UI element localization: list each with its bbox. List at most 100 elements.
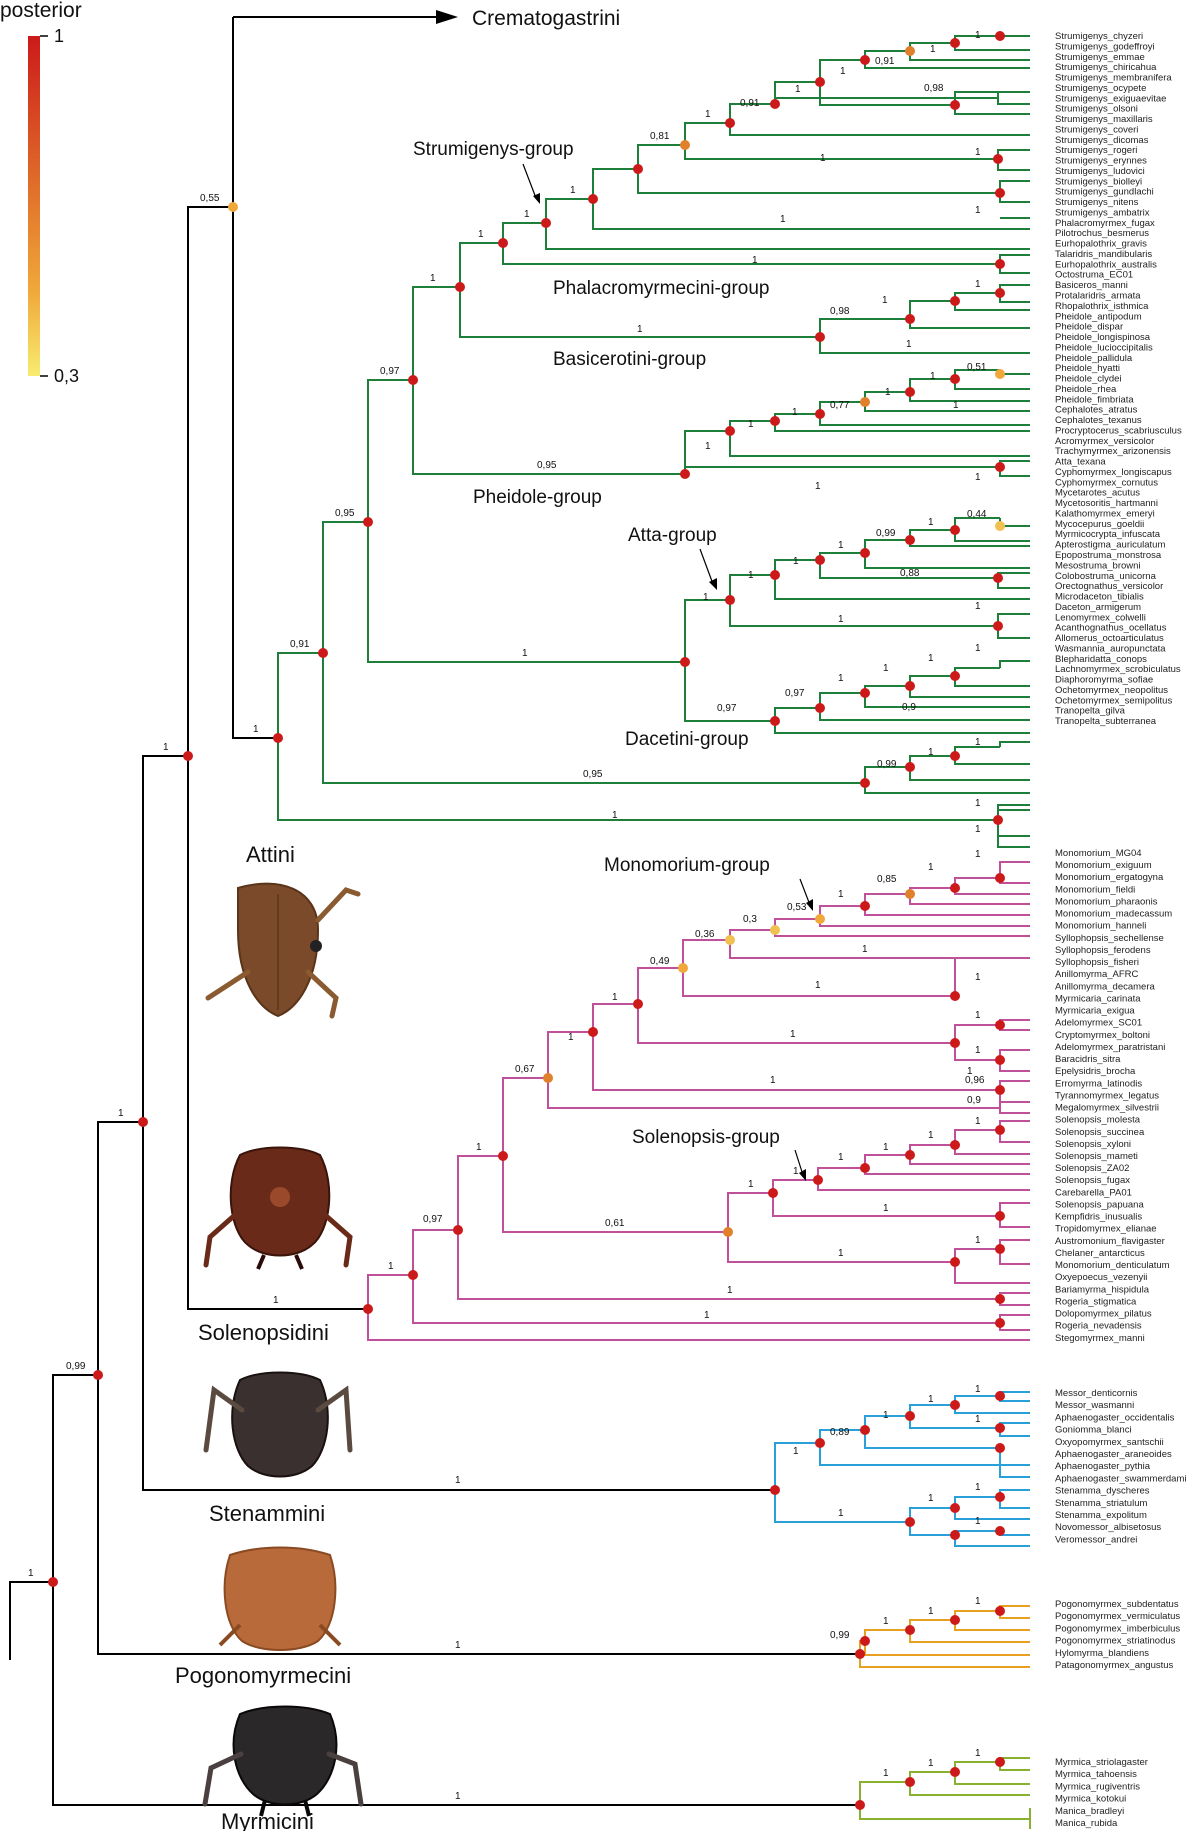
outgroup-label: Crematogastrini: [472, 7, 620, 30]
svg-text:0,97: 0,97: [423, 1214, 443, 1225]
tip-label: Strumigenys_chiricahua: [1055, 62, 1157, 73]
tip-label: Solenopsis_fugax: [1055, 1175, 1130, 1186]
atta-group-label: Atta-group: [628, 525, 717, 546]
svg-text:1: 1: [838, 540, 844, 551]
tip-label: Eurhopalothrix_gravis: [1055, 239, 1147, 250]
tip-label: Cryptomyrmex_boltoni: [1055, 1030, 1150, 1041]
svg-text:0,99: 0,99: [877, 759, 897, 770]
tip-label: Strumigenys_membranifera: [1055, 73, 1172, 84]
svg-text:1: 1: [793, 556, 799, 567]
svg-text:1: 1: [840, 66, 846, 77]
tip-label: Epopostruma_monstrosa: [1055, 550, 1162, 561]
svg-text:0,53: 0,53: [787, 902, 807, 913]
svg-text:0,91: 0,91: [875, 56, 895, 67]
svg-text:1: 1: [795, 84, 801, 95]
svg-text:0,55: 0,55: [200, 193, 220, 204]
legend-colorbar: [28, 36, 40, 376]
tip-label: Veromessor_andrei: [1055, 1534, 1137, 1545]
svg-text:1: 1: [727, 1285, 733, 1296]
svg-text:1: 1: [975, 601, 981, 612]
tip-label: Monomorium_ergatogyna: [1055, 872, 1164, 883]
svg-text:0,89: 0,89: [830, 1427, 850, 1438]
tip-label: Pheidole_clydei: [1055, 374, 1122, 385]
stenammini-label: Stenammini: [209, 1501, 325, 1526]
svg-text:1: 1: [975, 849, 981, 860]
svg-text:1: 1: [975, 1516, 981, 1527]
svg-text:1: 1: [838, 614, 844, 625]
svg-text:1: 1: [793, 1446, 799, 1457]
tip-label: Basiceros_manni: [1055, 280, 1128, 291]
tip-label: Stegomyrmex_manni: [1055, 1333, 1145, 1344]
tip-label: Adelomyrmex_SC01: [1055, 1018, 1142, 1029]
tip-label: Chelaner_antarcticus: [1055, 1248, 1145, 1259]
svg-text:1: 1: [885, 387, 891, 398]
tip-label: Messor_wasmanni: [1055, 1400, 1134, 1411]
tip-label: Strumigenys_biolleyi: [1055, 176, 1142, 187]
legend-max: 1: [54, 26, 64, 46]
svg-text:1: 1: [815, 980, 821, 991]
tip-label: Stenamma_expolitum: [1055, 1510, 1147, 1521]
tip-label: Kempfidris_inusualis: [1055, 1212, 1142, 1223]
tip-label: Manica_rubida: [1055, 1818, 1118, 1829]
svg-text:1: 1: [975, 798, 981, 809]
solenopsidini-label: Solenopsidini: [198, 1320, 329, 1345]
svg-text:0,95: 0,95: [583, 769, 603, 780]
svg-text:0,97: 0,97: [380, 366, 400, 377]
posterior-legend: posterior 1 0,3: [0, 0, 82, 386]
svg-text:1: 1: [975, 30, 981, 41]
svg-text:0,98: 0,98: [830, 306, 850, 317]
tip-label: Aphaenogaster_occidentalis: [1055, 1412, 1175, 1423]
tip-label: Epelysidris_brocha: [1055, 1066, 1136, 1077]
svg-text:0,91: 0,91: [740, 98, 760, 109]
svg-text:1: 1: [612, 810, 618, 821]
tip-label: Microdaceton_tibialis: [1055, 592, 1144, 603]
tip-label: Monomorium_denticulatum: [1055, 1260, 1170, 1271]
tip-label: Myrmica_rugiventris: [1055, 1781, 1140, 1792]
ant-head-dark-red-icon: [206, 1148, 350, 1270]
tip-label: Procryptocerus_scabriusculus: [1055, 425, 1182, 436]
arrow-icon: [709, 578, 717, 590]
posterior-nodes: [48, 31, 1005, 1810]
tip-label: Adelomyrmex_paratristani: [1055, 1042, 1165, 1053]
svg-text:1: 1: [975, 1010, 981, 1021]
svg-text:1: 1: [862, 944, 868, 955]
tip-label: Stenamma_striatulum: [1055, 1498, 1147, 1509]
tip-label: Aphaenogaster_pythia: [1055, 1461, 1151, 1472]
tip-label: Phalacromyrmex_fugax: [1055, 218, 1155, 229]
tip-label: Megalomyrmex_silvestrii: [1055, 1103, 1159, 1114]
svg-text:0,77: 0,77: [830, 400, 850, 411]
svg-text:1: 1: [930, 44, 936, 55]
basicerotini-group-label: Basicerotini-group: [553, 349, 706, 370]
svg-text:1: 1: [612, 992, 618, 1003]
tip-label: Tranopelta_gilva: [1055, 706, 1126, 717]
tip-label: Mycetarotes_acutus: [1055, 488, 1140, 499]
svg-text:0,67: 0,67: [515, 1064, 535, 1075]
arrow-icon: [533, 193, 540, 204]
backbone: [10, 207, 860, 1805]
tip-label: Dolopomyrmex_pilatus: [1055, 1309, 1152, 1320]
svg-text:1: 1: [928, 1606, 934, 1617]
tip-label: Monomorium_pharaonis: [1055, 897, 1158, 908]
svg-text:1: 1: [975, 1482, 981, 1493]
tip-label: Myrmica_striolagaster: [1055, 1757, 1148, 1768]
svg-text:1: 1: [975, 824, 981, 835]
tip-label: Allomerus_octoarticulatus: [1055, 633, 1164, 644]
tip-label: Pheidole_lucioccipitalis: [1055, 342, 1153, 353]
svg-text:1: 1: [883, 1410, 889, 1421]
svg-text:1: 1: [476, 1142, 482, 1153]
tip-label: Mesostruma_browni: [1055, 560, 1141, 571]
tip-label: Atta_texana: [1055, 457, 1106, 468]
ant-head-black-icon: [206, 1373, 350, 1477]
svg-text:1: 1: [883, 1203, 889, 1214]
tip-label: Syllophopsis_ferodens: [1055, 945, 1151, 956]
svg-text:1: 1: [430, 273, 436, 284]
tip-label: Blepharidatta_conops: [1055, 654, 1147, 665]
tip-label: Baracidris_sitra: [1055, 1054, 1121, 1065]
svg-text:1: 1: [975, 1235, 981, 1246]
tip-label: Strumigenys_godeffroyi: [1055, 41, 1155, 52]
svg-text:1: 1: [838, 889, 844, 900]
tip-label: Oxyopomyrmex_santschii: [1055, 1437, 1164, 1448]
svg-text:1: 1: [883, 1768, 889, 1779]
svg-text:1: 1: [975, 972, 981, 983]
svg-text:1: 1: [790, 1029, 796, 1040]
